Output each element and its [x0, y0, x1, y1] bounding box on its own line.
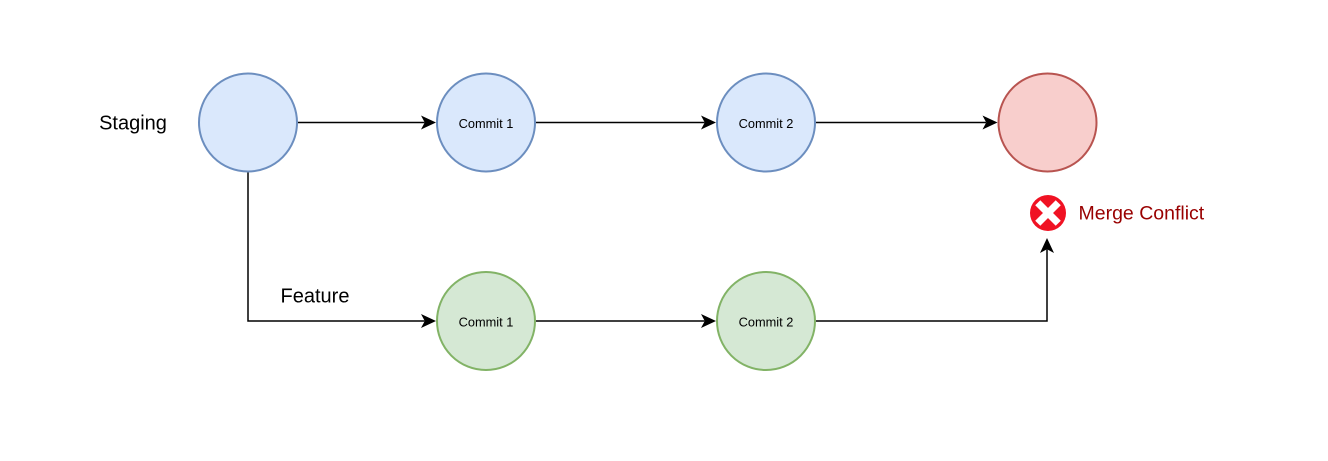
svg-text:Commit 1: Commit 1: [459, 116, 514, 131]
svg-text:Feature: Feature: [281, 286, 350, 308]
svg-text:Commit 1: Commit 1: [459, 314, 514, 329]
svg-text:Commit 2: Commit 2: [739, 116, 794, 131]
svg-text:Merge Conflict: Merge Conflict: [1079, 203, 1205, 225]
svg-text:Staging: Staging: [99, 113, 167, 135]
svg-text:Commit 2: Commit 2: [739, 314, 794, 329]
